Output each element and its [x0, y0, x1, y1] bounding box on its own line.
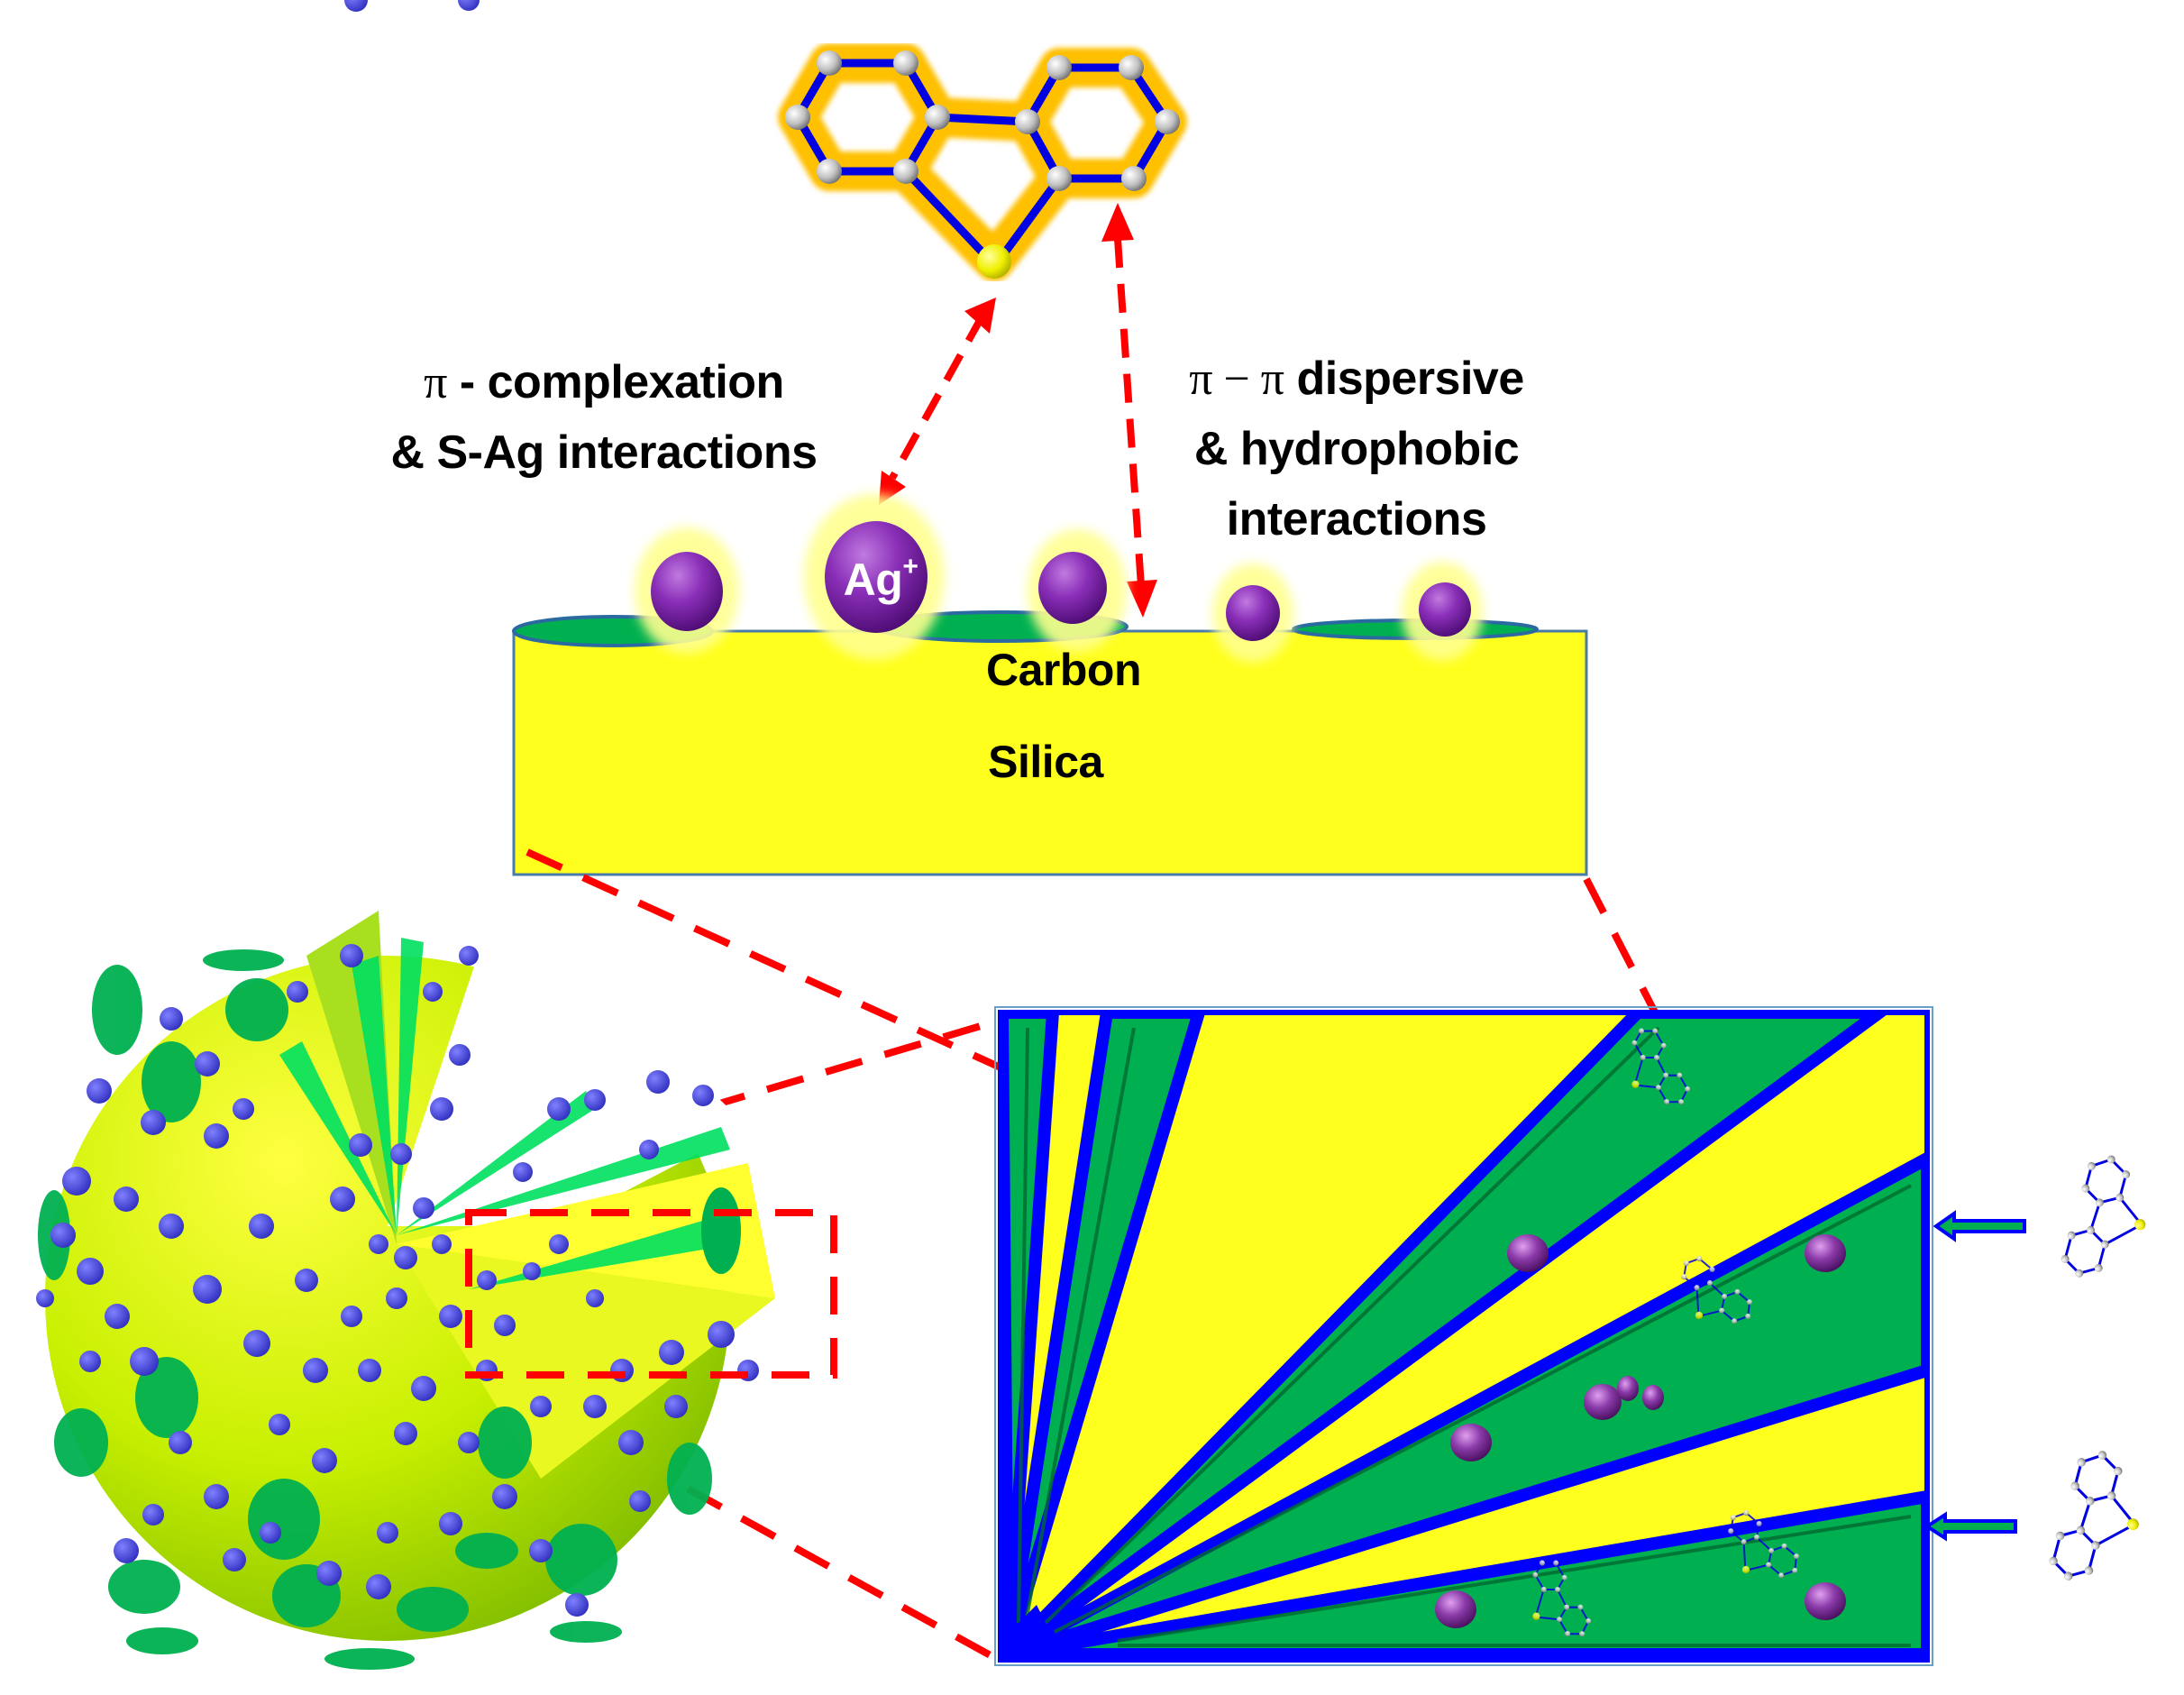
pore-channel-panel: [994, 1006, 1933, 1666]
incoming-arrow-lower: [1924, 1511, 2017, 1542]
ag-nanoparticle: [1805, 1234, 1846, 1272]
label-silica: Silica: [988, 737, 1103, 787]
ag-nanoparticle: [1419, 582, 1471, 637]
ag-nanoparticle: [1617, 1376, 1639, 1401]
arrow-s-ag-interaction: [889, 314, 986, 480]
label-pi-pi-dispersive: π − π dispersive & hydrophobic interacti…: [1189, 353, 1524, 545]
dbt-molecule-incoming: [2056, 1148, 2162, 1292]
zoom-highlight-box: [465, 1209, 837, 1379]
dbt-molecule-incoming: [2043, 1443, 2157, 1597]
ag-nanoparticle: [1450, 1424, 1492, 1461]
dbt-molecule-top: [778, 43, 1187, 279]
label-carbon: Carbon: [986, 645, 1142, 695]
ag-nanoparticle: [1584, 1384, 1622, 1420]
arrowhead-up-right: [1101, 203, 1134, 242]
silica-layer: [512, 629, 1588, 876]
label-pi-complexation: π - complexation & S-Ag interactions: [390, 356, 818, 479]
ag-ion-labeled: [825, 521, 928, 633]
substrate-cross-section: [512, 494, 1588, 876]
pi-symbol: π: [424, 357, 447, 408]
ag-nanoparticle: [1038, 552, 1107, 624]
ag-nanoparticle: [1507, 1234, 1549, 1272]
label-ag-ion: Ag+: [843, 552, 918, 605]
ag-nanoparticle: [1805, 1582, 1846, 1620]
ag-nanoparticle: [651, 552, 723, 631]
arrowhead-up-left: [964, 298, 996, 334]
ag-nanoparticle: [1226, 585, 1280, 641]
arrowhead-down-right: [1127, 580, 1157, 618]
arrow-pi-pi-interaction: [1114, 238, 1145, 587]
mesoporous-sphere: [36, 0, 837, 1670]
ag-nanoparticle: [1435, 1590, 1476, 1628]
ag-nanoparticle: [1642, 1385, 1664, 1410]
pore-channel: [1001, 1012, 1927, 1660]
incoming-arrow-upper: [1933, 1210, 2026, 1242]
